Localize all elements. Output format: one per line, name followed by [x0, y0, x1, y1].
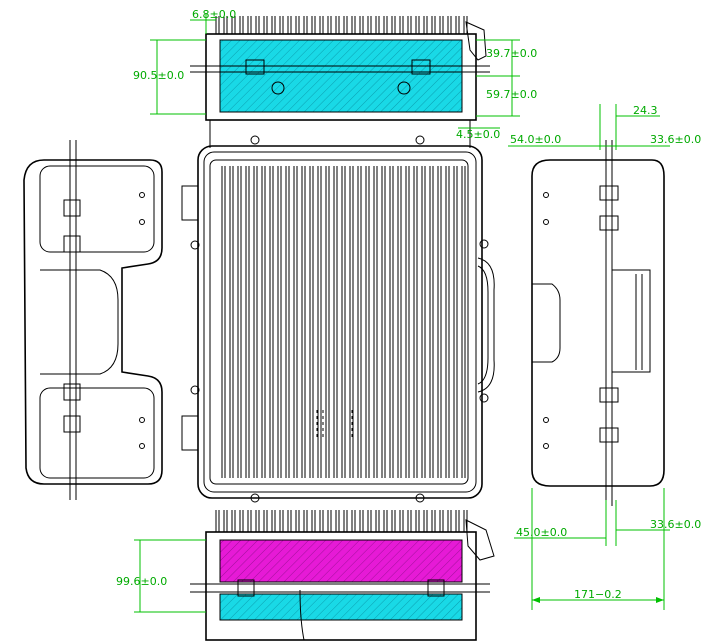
bottom-view-hatch-magenta [219, 539, 463, 583]
bottom-view-hatch-cyan [219, 593, 463, 621]
dim-right-top-width: 24.3 [633, 104, 658, 117]
bottom-view-fins [215, 510, 468, 532]
top-view-hatch [219, 39, 463, 113]
left-side-view [23, 140, 163, 500]
dim-bottom-height: 99.6±0.0 [116, 575, 167, 588]
dim-top-height: 90.5±0.0 [133, 69, 184, 82]
dim-top-right-upper: 39.7±0.0 [486, 47, 537, 60]
dim-right-bottom-right: 33.6±0.0 [650, 518, 701, 531]
right-side-view [531, 140, 665, 506]
top-view [190, 16, 490, 148]
front-view-outer [197, 145, 483, 499]
dim-right-top-right: 33.6±0.0 [650, 133, 701, 146]
dim-top-right-lower: 59.7±0.0 [486, 88, 537, 101]
dim-right-overall: 171−0.2 [574, 588, 622, 601]
dimensions: 6.8±0.0 90.5±0.0 39.7±0.0 59.7±0.0 4.5±0… [116, 8, 701, 613]
dim-top-right-small: 4.5±0.0 [456, 128, 500, 141]
front-view-fins [221, 166, 466, 478]
dim-right-bottom-left: 45.0±0.0 [516, 526, 567, 539]
front-view [181, 135, 495, 503]
bottom-view [190, 510, 495, 641]
top-view-body [205, 33, 477, 121]
top-view-fins [215, 16, 468, 34]
dim-right-top-left: 54.0±0.0 [510, 133, 561, 146]
bottom-view-body [205, 531, 477, 641]
dim-top-gap: 6.8±0.0 [192, 8, 236, 21]
